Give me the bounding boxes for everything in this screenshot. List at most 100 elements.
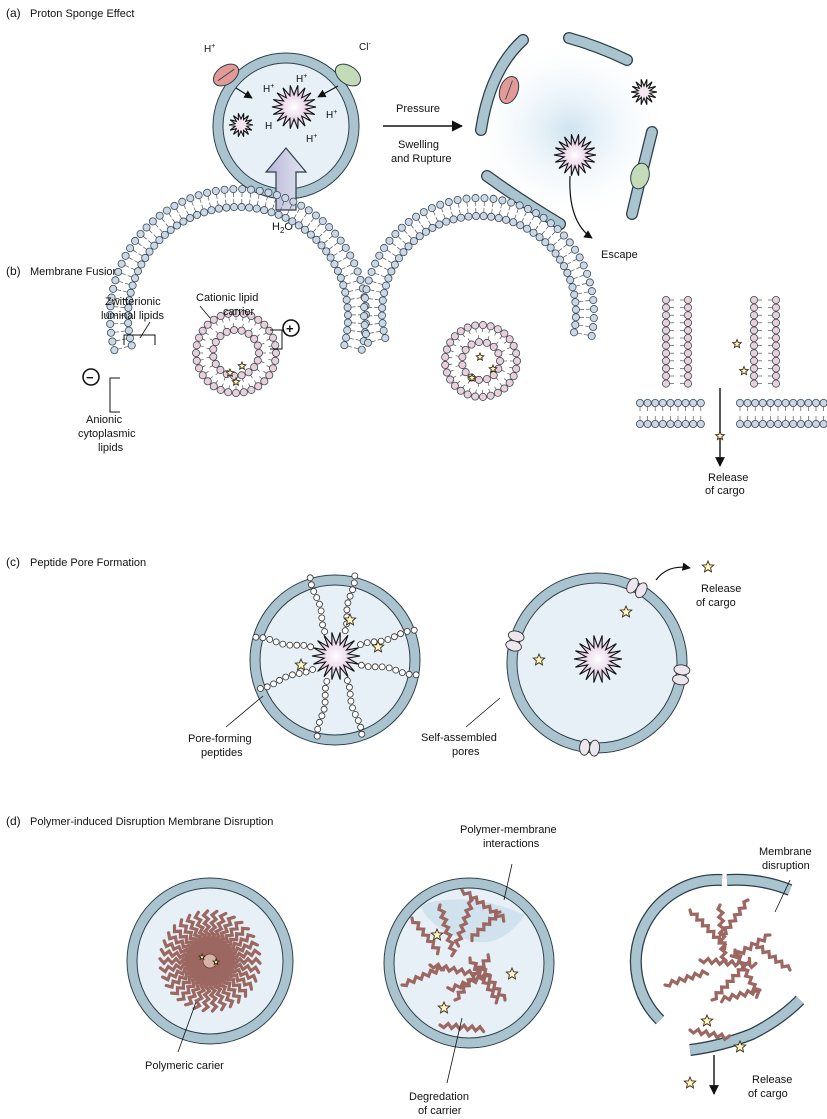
endosome-disrupted <box>636 880 800 1050</box>
polymer-strand <box>722 989 760 1002</box>
peptide-bead <box>358 724 364 730</box>
lipid-head <box>180 218 187 225</box>
lipid-head <box>204 378 211 385</box>
lipid-head <box>451 382 458 389</box>
peptide-bead <box>257 686 263 692</box>
lipid-head <box>118 260 125 267</box>
lipid-head <box>772 365 779 372</box>
lipid-head <box>590 305 597 312</box>
lipid-head <box>443 346 450 353</box>
panel-d-title: Polymer-induced Disruption Membrane Disr… <box>30 816 273 828</box>
lipid-head <box>443 218 450 225</box>
lipid-head <box>684 342 691 349</box>
cargo-star-icon <box>701 1015 712 1026</box>
lipid-head <box>805 420 812 427</box>
lipid-head <box>590 296 597 303</box>
release-arrow-c <box>656 567 690 580</box>
lipid-head <box>750 319 757 326</box>
peptide-bead <box>347 691 353 697</box>
lipid-head <box>217 366 224 373</box>
pore-forming-label-2: peptides <box>201 747 243 759</box>
lipid-head <box>156 236 163 243</box>
lipid-head <box>662 319 669 326</box>
lipid-head <box>662 304 669 311</box>
lipid-head <box>774 420 781 427</box>
lipid-head <box>360 312 367 319</box>
peptide-bead <box>379 664 385 670</box>
lipid-head <box>475 339 482 346</box>
lipid-head <box>301 226 308 233</box>
panel-d-letter: (d) <box>6 814 21 828</box>
lipid-head <box>343 296 350 303</box>
fusion-pore-bilayer <box>636 296 827 427</box>
degradation-label-2: of carrier <box>418 1105 462 1117</box>
lipid-head <box>652 399 659 406</box>
lipid-head <box>210 316 217 323</box>
ion-cl-outside: Cl- <box>359 41 371 53</box>
lipid-head <box>248 386 255 393</box>
peptide-bead <box>322 629 328 635</box>
lipid-head <box>490 195 497 202</box>
peptide-bead <box>398 631 404 637</box>
lipid-head <box>554 225 561 232</box>
lipid-head <box>510 373 517 380</box>
lipid-head <box>774 399 781 406</box>
lipid-head <box>684 327 691 334</box>
lipid-head <box>215 205 222 212</box>
lipid-head <box>530 229 537 236</box>
lipid-head <box>570 329 577 336</box>
lipid-head <box>465 213 472 220</box>
lipid-head <box>506 336 513 343</box>
lipid-head <box>255 383 262 390</box>
lipid-head <box>572 314 579 321</box>
lipid-head <box>344 319 351 326</box>
lipid-head <box>750 327 757 334</box>
lipid-head <box>253 205 260 212</box>
lipid-head <box>221 186 228 193</box>
lipid-head <box>490 372 497 379</box>
self-assembled-label-1: Self-assembled <box>421 732 497 744</box>
peptide-bead <box>260 635 266 641</box>
lipid-head <box>571 291 578 298</box>
lipid-head <box>131 275 138 282</box>
lipid-head <box>232 389 239 396</box>
peptide-bead <box>307 575 313 581</box>
panel-a-title: Proton Sponge Effect <box>30 8 134 20</box>
lipid-head <box>540 214 547 221</box>
lipid-head <box>445 198 452 205</box>
lipid-head <box>254 342 261 349</box>
lipid-head <box>137 230 144 237</box>
lipid-head <box>379 297 386 304</box>
lipid-head <box>523 225 530 232</box>
lipid-head <box>337 237 344 244</box>
lipid-head <box>750 296 757 303</box>
peptide-bead <box>411 627 417 633</box>
cargo-star-icon <box>740 367 749 375</box>
peptide-bead <box>280 641 286 647</box>
peptide-bead <box>364 640 370 646</box>
peptide-bead <box>346 684 352 690</box>
lipid-head <box>772 372 779 379</box>
peptide-bead <box>391 634 397 640</box>
lipid-head <box>682 420 689 427</box>
lipid-head <box>772 334 779 341</box>
lipid-head <box>464 391 471 398</box>
lipid-head <box>690 399 697 406</box>
peptide-bead <box>310 667 316 673</box>
lipid-head <box>468 341 475 348</box>
peptide-bead <box>308 644 314 650</box>
lipid-head <box>261 321 268 328</box>
panel-b: (b) Membrane Fusion Zwitterionic luminal… <box>6 185 827 497</box>
lipid-head <box>298 202 305 209</box>
peptide-bead <box>321 706 327 712</box>
lipid-head <box>167 226 174 233</box>
lipid-head <box>667 399 674 406</box>
lipid-head <box>442 354 449 361</box>
lipid-head <box>385 275 392 282</box>
lipid-head <box>405 243 412 250</box>
lipid-head <box>429 224 436 231</box>
lipid-head <box>412 213 419 220</box>
release-label-c-2: of cargo <box>696 597 736 609</box>
pore-forming-label-1: Pore-forming <box>188 733 252 745</box>
lipid-head <box>488 213 495 220</box>
